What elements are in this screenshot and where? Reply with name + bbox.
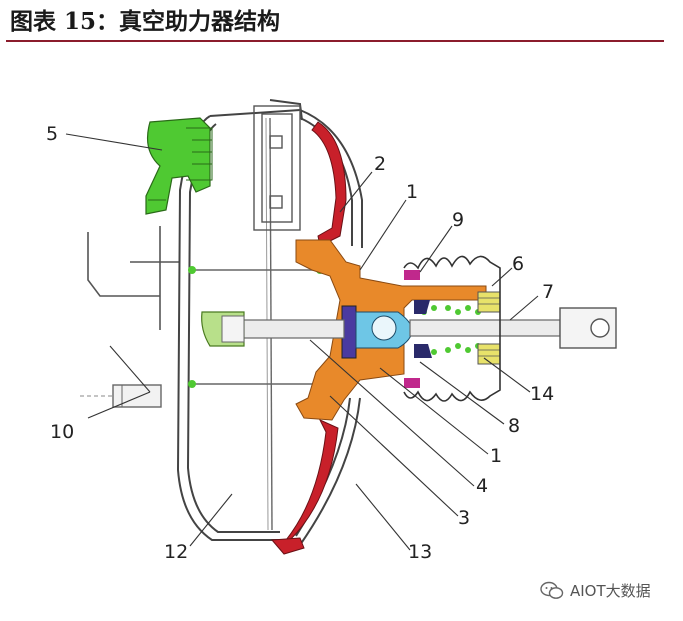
- rubber-dust-boot: [403, 255, 501, 402]
- input-push-rod: [409, 307, 617, 349]
- callout-8: 8: [508, 415, 520, 437]
- vacuum-check-valve: [145, 117, 213, 215]
- callout-13: 13: [408, 541, 432, 563]
- callout-5: 5: [46, 123, 58, 145]
- output-push-rod: [201, 311, 345, 347]
- callout-1-top: 1: [406, 181, 418, 203]
- mounting-bolt: [80, 384, 162, 408]
- callout-12: 12: [164, 541, 188, 563]
- figure-title: 图表 15：真空助力器结构: [10, 8, 281, 35]
- return-spring-bolts: [190, 269, 320, 385]
- poppet-valve: [414, 300, 430, 314]
- mounting-bracket: [87, 226, 180, 330]
- callout-10: 10: [50, 421, 74, 443]
- callout-leaders: [65, 133, 539, 551]
- callout-2: 2: [374, 153, 386, 175]
- callout-1-bottom: 1: [490, 445, 502, 467]
- callout-6: 6: [512, 253, 524, 275]
- callout-3: 3: [458, 507, 470, 529]
- title-divider: [6, 40, 664, 42]
- wechat-icon: [540, 581, 564, 599]
- callout-14: 14: [530, 383, 554, 405]
- watermark-text: AIOT大数据: [570, 582, 651, 600]
- callout-7: 7: [542, 281, 554, 303]
- seal-top: [404, 270, 420, 280]
- callout-4: 4: [476, 475, 488, 497]
- watermark: AIOT大数据: [540, 580, 651, 601]
- seal-bottom: [404, 378, 420, 388]
- air-filter: [477, 291, 501, 365]
- shell-boss-top: [253, 105, 301, 231]
- callout-9: 9: [452, 209, 464, 231]
- diaphragm-upper: [311, 121, 347, 247]
